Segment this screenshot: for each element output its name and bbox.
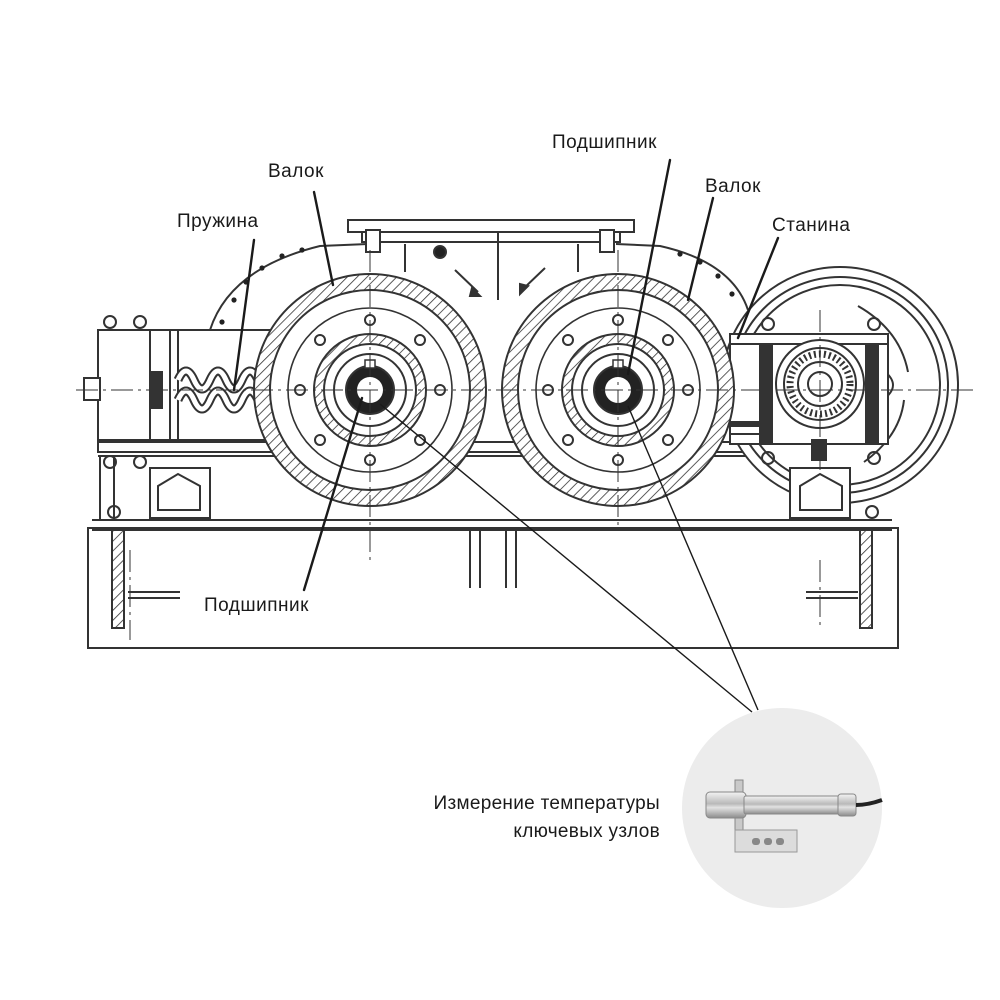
center-lines: [76, 250, 975, 640]
spring-assembly: [83, 315, 889, 521]
label-spring: Пружина: [177, 211, 259, 232]
label-roll-right: Валок: [705, 176, 761, 197]
left-roll-bolts: [294, 314, 446, 466]
label-roll-left: Валок: [268, 161, 324, 182]
sensor-connector-lines: [379, 403, 759, 713]
label-bearing-bottom: Подшипник: [204, 595, 309, 616]
temperature-sensor-inset: [682, 708, 883, 908]
housing-bolt-holes: [219, 247, 735, 325]
leader-lines: [232, 158, 780, 592]
hopper-housing: [209, 219, 749, 331]
base-frame: [87, 519, 899, 649]
sensor-caption-line1: Измерение температуры: [433, 793, 660, 814]
sensor-caption: Измерение температуры ключевых узлов: [330, 790, 660, 846]
sensor-caption-line2: ключевых узлов: [513, 821, 660, 842]
temperature-sensor-icon: [705, 779, 883, 853]
label-frame: Станина: [772, 215, 851, 236]
label-bearing-top: Подшипник: [552, 132, 657, 153]
